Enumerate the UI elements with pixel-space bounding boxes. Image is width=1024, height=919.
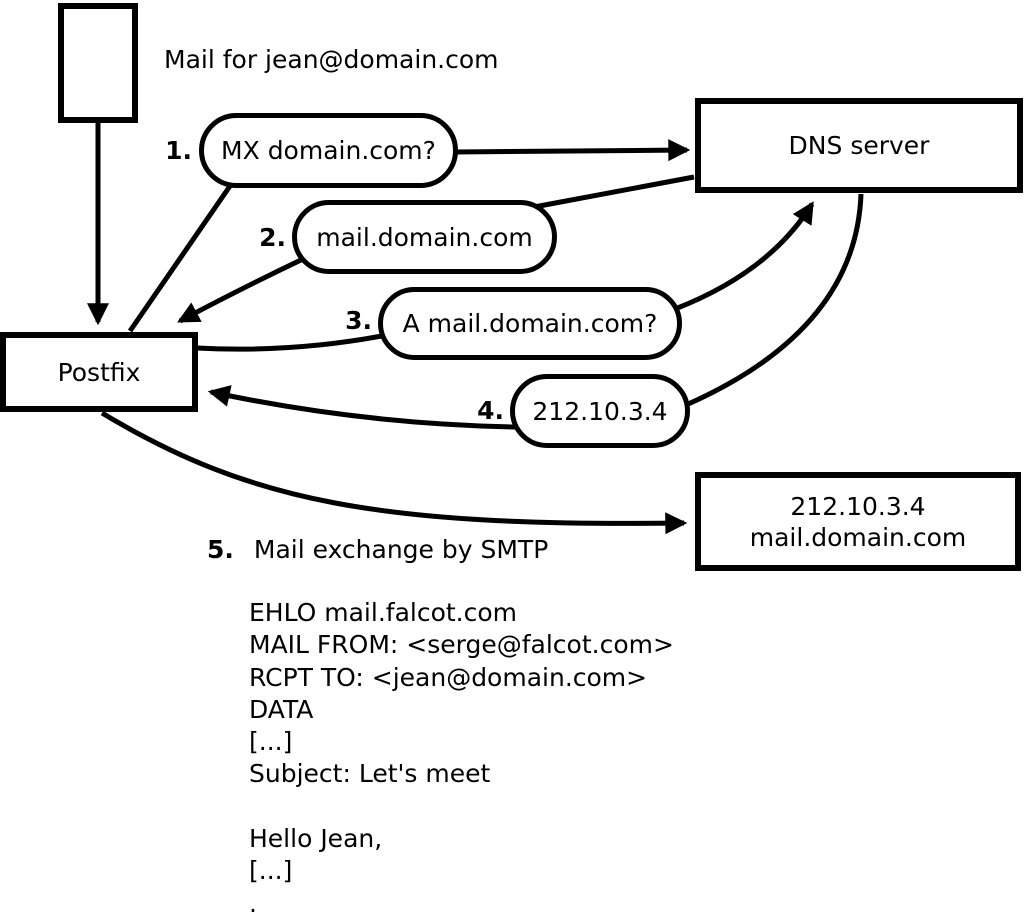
arrow-pill1-to-dns: [454, 139, 691, 162]
arrow-pill3-to-dns: [674, 201, 815, 312]
smtp-line: DATA: [249, 694, 314, 724]
smtp-line: MAIL FROM: <serge@falcot.com>: [249, 630, 674, 660]
arrow-pill2-to-postfix: [177, 256, 305, 324]
mailserver-ip-label: 212.10.3.4: [790, 491, 926, 521]
query-pill-a-record: A mail.domain.com?: [378, 287, 682, 360]
smtp-line: RCPT TO: <jean@domain.com>: [249, 662, 648, 692]
query-pill-mx: MX domain.com?: [199, 113, 458, 188]
smtp-line: [...]: [249, 727, 293, 757]
dns-server-node: DNS server: [695, 98, 1023, 193]
smtp-conversation: EHLO mail.falcot.com MAIL FROM: <serge@f…: [249, 597, 674, 919]
reply-pill-mail-domain: mail.domain.com: [292, 200, 557, 274]
mail-message-node: [58, 3, 138, 123]
query-pill-a-record-label: A mail.domain.com?: [402, 309, 658, 338]
step-number-4: 4.: [477, 396, 504, 425]
step-number-2: 2.: [259, 223, 286, 252]
mailserver-host-label: mail.domain.com: [749, 522, 967, 552]
smtp-line: EHLO mail.falcot.com: [249, 598, 518, 627]
reply-pill-ip: 212.10.3.4: [510, 374, 690, 448]
smtp-line: [...]: [249, 856, 293, 886]
mailserver-node: 212.10.3.4 mail.domain.com: [695, 472, 1021, 571]
step5-caption: 5. Mail exchange by SMTP: [207, 535, 548, 564]
arrow-pill4-to-postfix: [207, 385, 517, 430]
reply-pill-mail-domain-label: mail.domain.com: [316, 222, 533, 252]
postfix-label: Postfix: [57, 357, 141, 387]
smtp-line: [249, 791, 674, 823]
diagram-title: Mail for jean@domain.com: [164, 45, 499, 74]
line-postfix-to-pill3: [196, 333, 383, 352]
smtp-line: Hello Jean,: [249, 824, 383, 854]
step-number-3: 3.: [345, 306, 372, 335]
query-pill-mx-label: MX domain.com?: [221, 136, 436, 165]
line-dns-to-pill4: [684, 193, 864, 408]
line-postfix-to-pill1: [127, 184, 233, 333]
smtp-line: .: [249, 888, 257, 918]
postfix-node: Postfix: [0, 332, 198, 412]
line-dns-to-pill2: [533, 174, 695, 210]
step-number-1: 1.: [165, 136, 192, 165]
reply-pill-ip-label: 212.10.3.4: [532, 396, 668, 426]
step-number-5: 5.: [207, 535, 234, 564]
smtp-line: Subject: Let's meet: [249, 759, 491, 789]
step5-label: Mail exchange by SMTP: [253, 535, 549, 564]
arrow-postfix-to-mailserver: [100, 410, 688, 535]
dns-server-label: DNS server: [788, 131, 930, 160]
